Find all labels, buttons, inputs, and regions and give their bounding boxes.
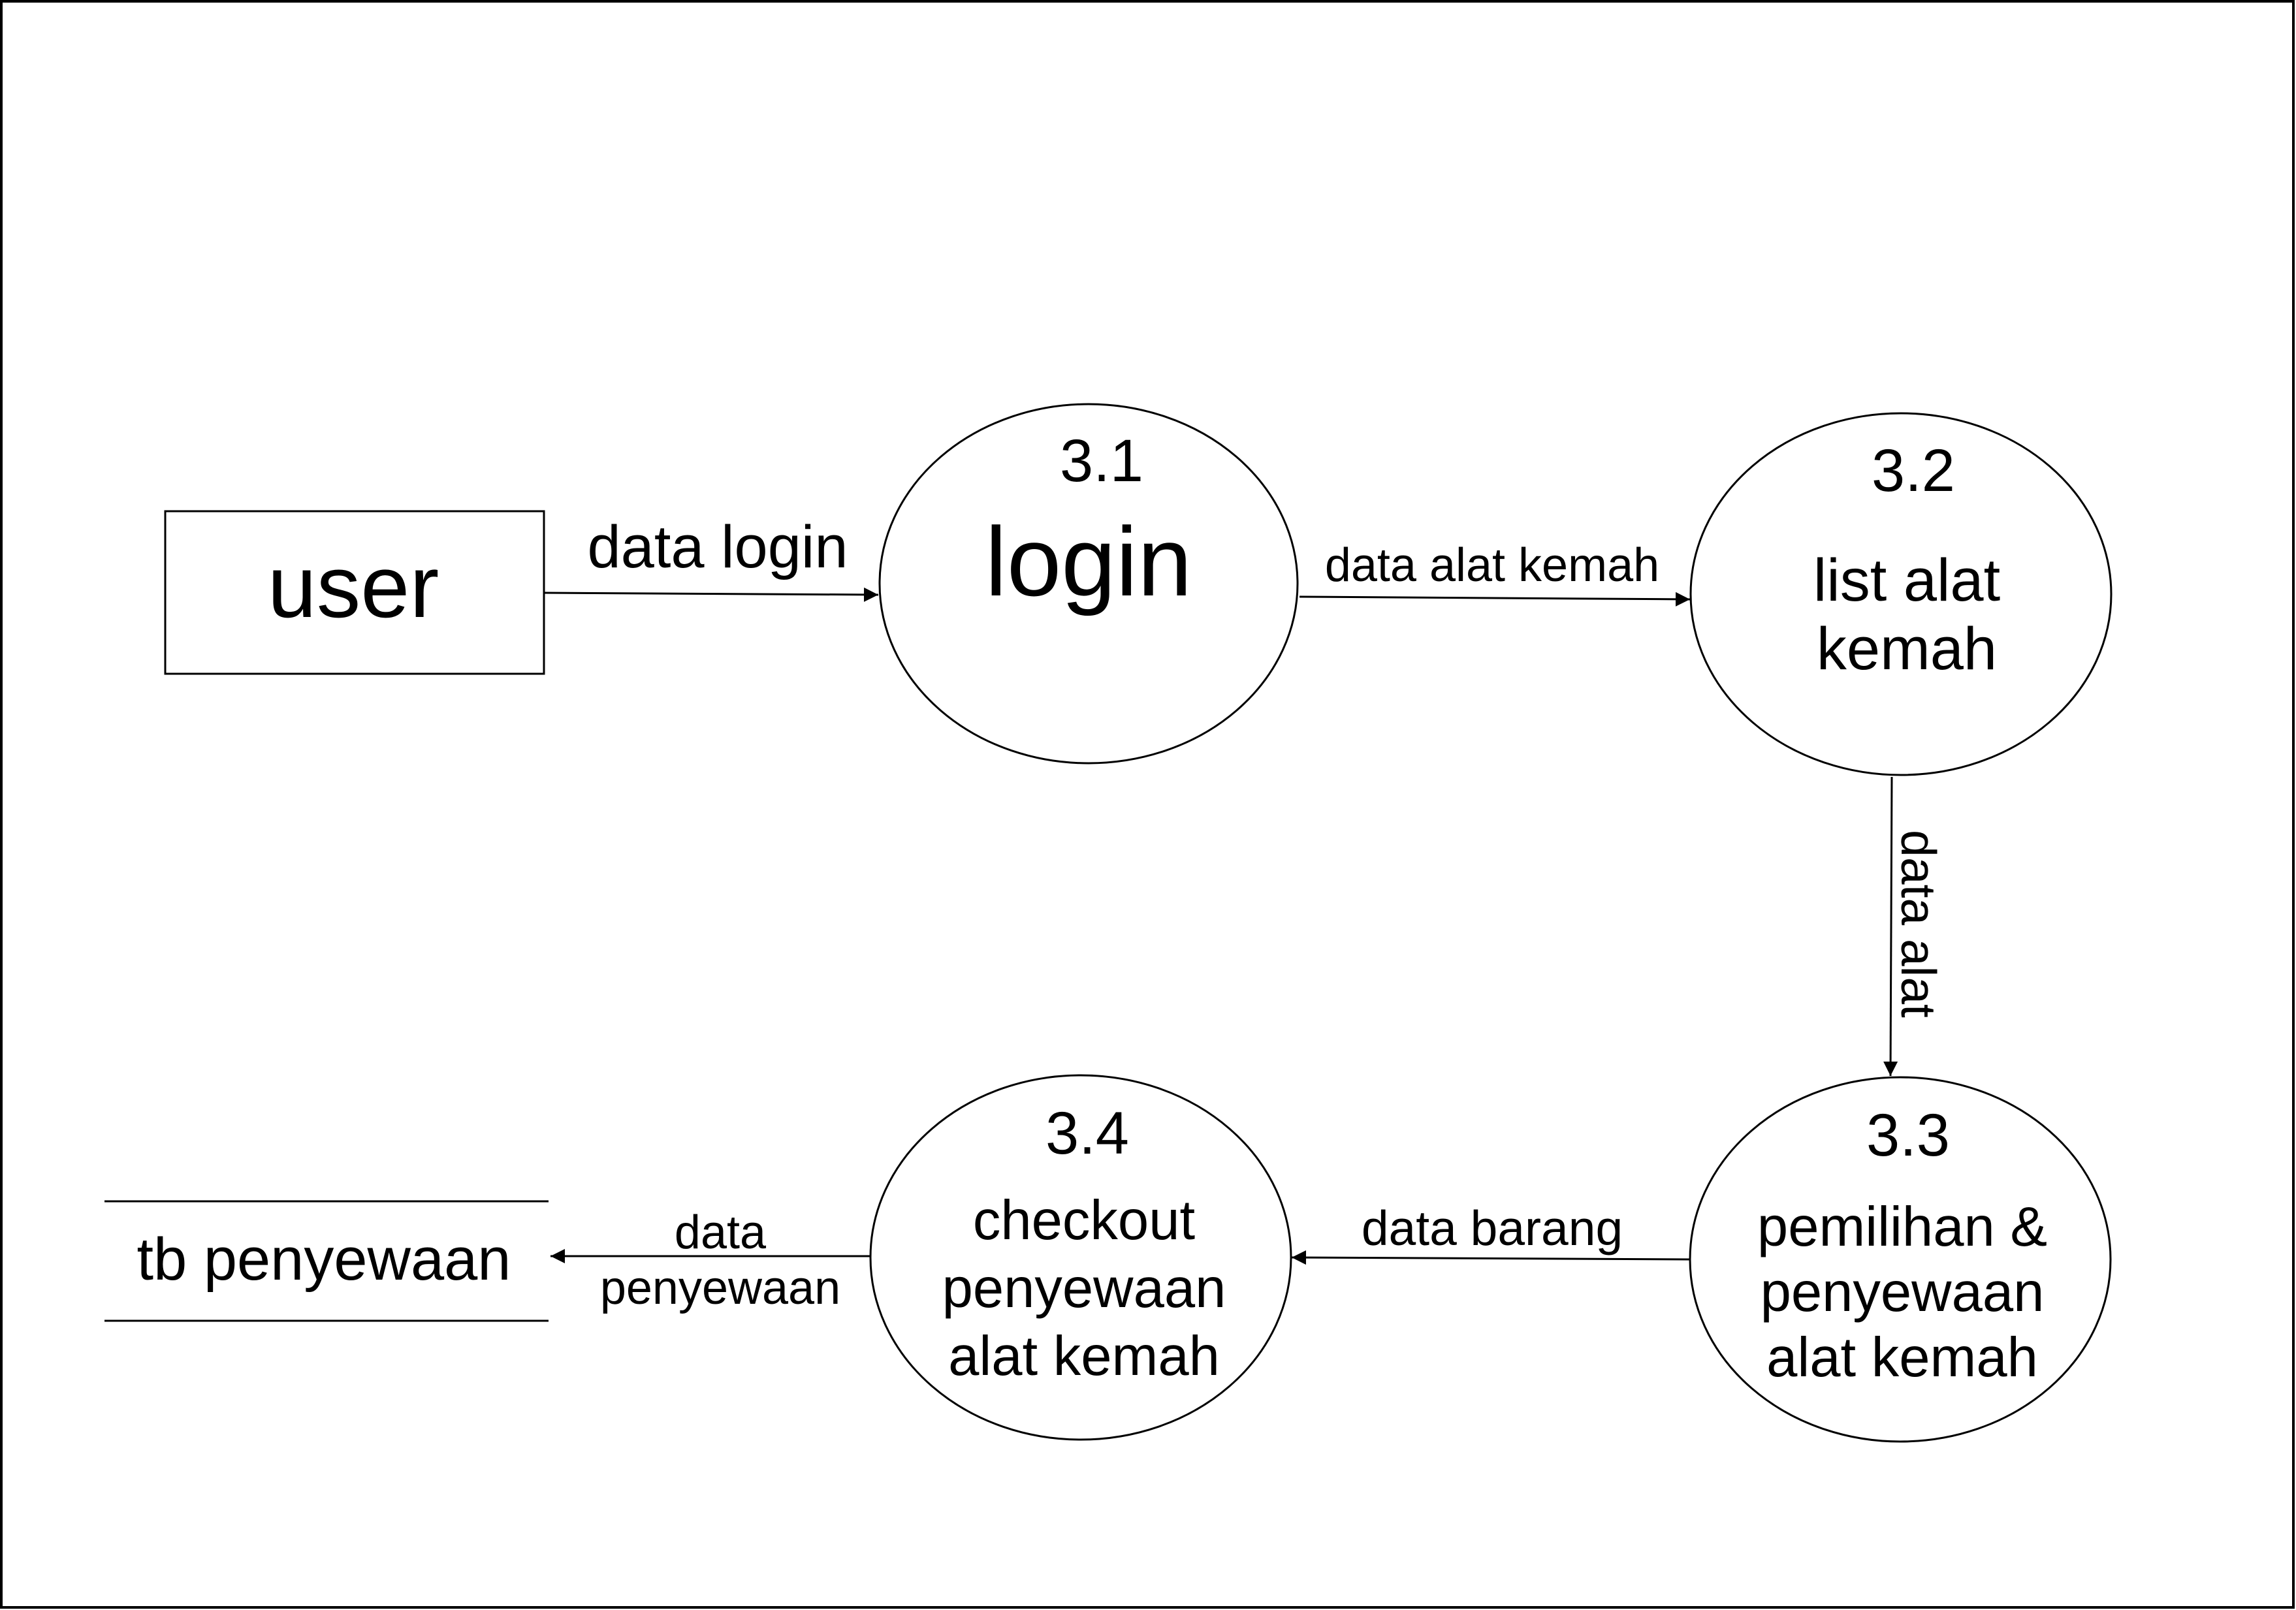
flow-data-barang[interactable]: data barang	[1291, 1201, 1691, 1265]
process-label-line-1: list alat	[1813, 547, 2000, 614]
external-entity-user[interactable]: user	[164, 510, 545, 675]
flow-arrow	[1291, 1250, 1691, 1265]
process-label-line-2: penyewaan	[942, 1257, 1226, 1319]
flow-arrow	[1299, 592, 1691, 607]
flow-label-line-1: data	[675, 1207, 767, 1259]
process-3-3[interactable]: 3.3 pemilihan & penyewaan alat kemah	[1689, 1076, 2112, 1443]
data-store-tb-penyewaan[interactable]: tb penyewaan	[104, 1200, 549, 1322]
process-label-line-1: checkout	[973, 1190, 1195, 1252]
entity-box	[164, 510, 545, 675]
process-circle	[869, 1074, 1292, 1441]
process-number: 3.1	[1060, 428, 1143, 494]
process-label-line-2: kemah	[1817, 616, 1997, 682]
datastore-label: tb penyewaan	[137, 1226, 511, 1293]
process-3-2[interactable]: 3.2 list alat kemah	[1689, 412, 2113, 776]
flow-label: data alat kemah	[1325, 539, 1659, 592]
process-label-line-2: penyewaan	[1761, 1261, 2045, 1323]
flow-label: data barang	[1362, 1201, 1623, 1255]
flow-label: data alat	[1891, 830, 1946, 1018]
process-label-line-3: alat kemah	[1766, 1327, 2038, 1389]
flow-label-line-2: penyewaan	[600, 1262, 840, 1314]
process-circle	[878, 403, 1299, 765]
flow-data-login[interactable]: data login	[543, 514, 879, 602]
flow-data-alat-kemah[interactable]: data alat kemah	[1299, 539, 1691, 607]
process-number: 3.4	[1045, 1100, 1129, 1167]
flow-data-alat[interactable]: data alat	[1883, 776, 1946, 1077]
flow-label: data login	[588, 514, 848, 580]
entity-label: user	[268, 537, 439, 636]
process-3-1[interactable]: 3.1 login	[878, 403, 1299, 765]
flow-data-penyewaan[interactable]: data penyewaan	[550, 1207, 870, 1314]
flow-arrow	[1883, 776, 1898, 1077]
process-number: 3.2	[1872, 437, 1955, 504]
process-label: login	[985, 507, 1192, 616]
process-circle	[1689, 412, 2113, 776]
process-label-line-3: alat kemah	[948, 1325, 1220, 1387]
flow-arrow	[543, 587, 879, 602]
process-label-line-1: pemilihan &	[1757, 1196, 2047, 1258]
process-3-4[interactable]: 3.4 checkout penyewaan alat kemah	[869, 1074, 1292, 1441]
process-number: 3.3	[1866, 1102, 1950, 1169]
